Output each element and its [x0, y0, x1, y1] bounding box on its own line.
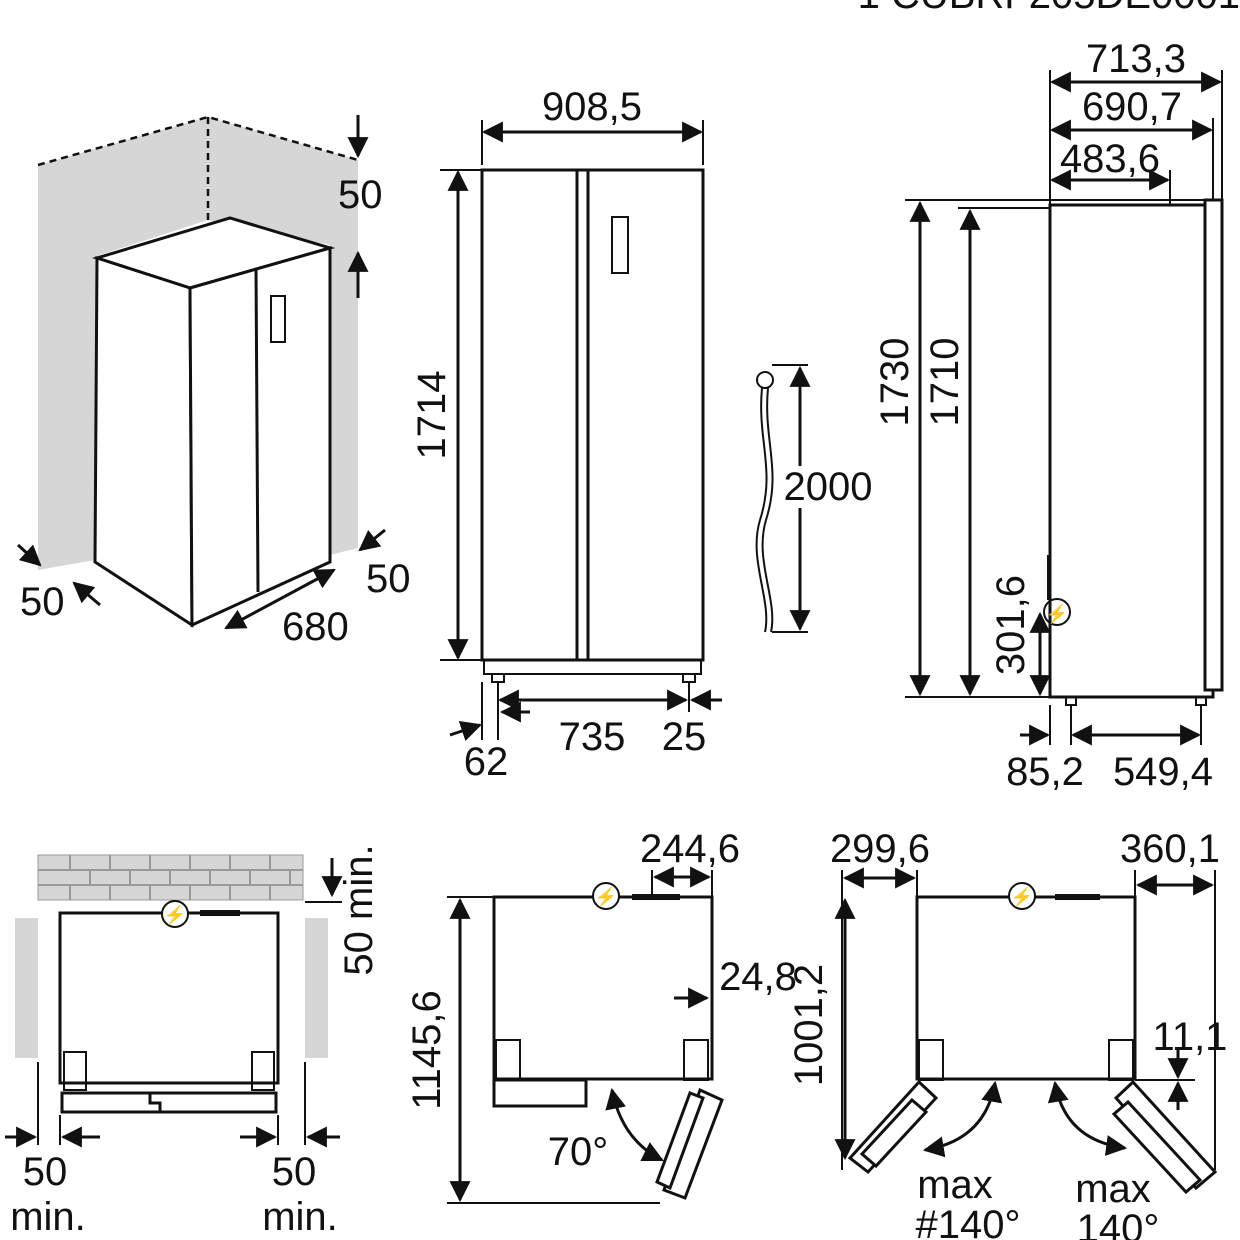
left-wall: [38, 117, 208, 570]
side-wall-right: [305, 918, 328, 1058]
plug-height-label: 301,6: [989, 575, 1033, 675]
p140-left-max: max: [917, 1163, 993, 1207]
plan-body: [58, 911, 280, 1085]
plan70-plug-icon: [592, 882, 620, 910]
hinge-left: [63, 1051, 87, 1091]
cable-wire: [755, 387, 768, 633]
p70-angle-arc: [605, 1087, 664, 1162]
front-dispenser: [611, 216, 629, 274]
plan-plug-symbol: ⚡: [164, 904, 186, 926]
side-plug-symbol: ⚡: [1046, 603, 1068, 625]
right-clearance-value: 50: [272, 1150, 317, 1194]
plan140-hinge-right: [1108, 1039, 1134, 1081]
plan70-door-closed: [492, 1078, 588, 1108]
p70-offset-label: 244,6: [640, 827, 740, 871]
cable-label-bg: [786, 466, 848, 508]
depth-label: 680: [282, 605, 349, 649]
p70-depth-label: 1145,6: [405, 990, 449, 1109]
depth-arrow: [224, 568, 336, 630]
plan140-door-left-inner: [859, 1097, 929, 1169]
plan-wall-view: ⚡ 50 min. 50 min. 50 min.: [5, 844, 381, 1239]
depth-body-label: 690,7: [1082, 85, 1182, 129]
foot-left-label: 62: [464, 740, 509, 784]
front-view: 908,5 1714 62 735 25: [410, 85, 722, 784]
right-clearance-label: 50: [366, 557, 411, 601]
height-total-label: 1730: [873, 338, 917, 427]
plug-icon: [756, 371, 774, 389]
side-foot-span-label: 549,4: [1113, 750, 1213, 794]
height-body-label: 1710: [923, 338, 967, 427]
front-foot-right: [682, 673, 696, 683]
plan70-body: [492, 895, 714, 1081]
product-code: 1 CUBRF205DE0001: [858, 0, 1240, 17]
plan-70-view: ⚡ 244,6 24,8 1145,6 70°: [405, 827, 797, 1204]
depth-total-label: 713,3: [1086, 37, 1186, 81]
door-right: [148, 1091, 278, 1114]
fridge-front: [188, 246, 332, 628]
plan70-plug-symbol: ⚡: [595, 886, 617, 908]
left-clearance-label: 50: [20, 580, 65, 624]
fridge-left-side: [93, 255, 194, 628]
front-base: [483, 659, 702, 675]
height-label: 1714: [410, 371, 454, 460]
front-foot-left: [491, 673, 505, 683]
foot-right-label: 25: [662, 715, 707, 759]
plan140-hinge-left: [918, 1039, 944, 1081]
hinge-right: [251, 1051, 275, 1091]
left-clearance-value: 50: [23, 1150, 68, 1194]
p140-depth-label: 1001,2: [787, 964, 831, 1086]
front-body: [480, 168, 705, 662]
side-view: 713,3 690,7 483,6 ⚡ 1730 1710 301,6 85,2…: [873, 37, 1224, 794]
top-clearance-label: 50: [338, 173, 383, 217]
plan140-plug-icon: [1008, 882, 1036, 910]
isometric-view: 50 50 50 680: [16, 115, 411, 649]
p70-angle-label: 70°: [548, 1130, 609, 1174]
left-arrow-in: [16, 543, 42, 567]
left-clearance-suffix: min.: [10, 1195, 86, 1239]
p70-gap-label: 24,8: [719, 955, 797, 999]
fridge-door-split: [254, 267, 260, 593]
p140-gap-label: 11,1: [1153, 1015, 1228, 1059]
right-arrow: [358, 528, 386, 552]
p140-left-offset-label: 299,6: [830, 827, 930, 871]
cable-length-label: 2000: [784, 465, 873, 509]
side-wall-left: [15, 918, 38, 1058]
left-arrow-out: [72, 581, 101, 607]
p140-left-arc: [922, 1080, 1003, 1158]
side-door: [1203, 198, 1224, 692]
plan140-body: [915, 895, 1137, 1081]
p140-right-angle: 140°: [1077, 1207, 1160, 1240]
foot-span-label: 735: [559, 715, 626, 759]
plan-plug-icon: [161, 900, 189, 928]
p140-right-max: max: [1075, 1167, 1151, 1211]
brick-pattern: [38, 855, 303, 900]
plan70-hinge-right: [683, 1039, 709, 1081]
dispenser: [270, 295, 286, 343]
p140-right-arc: [1047, 1080, 1128, 1156]
right-clearance-suffix: min.: [262, 1195, 338, 1239]
cable-wire-2: [761, 387, 774, 633]
plan140-plug-symbol: ⚡: [1011, 886, 1033, 908]
power-cable: 2000: [755, 364, 873, 633]
p140-left-angle: #140°: [916, 1203, 1021, 1240]
plan-140-view: ⚡ 299,6 360,1 1001,2 11,1 max #140° max …: [787, 827, 1227, 1240]
foot-front-label: 85,2: [1006, 750, 1084, 794]
depth-plug-label: 483,6: [1060, 137, 1160, 181]
foot-left-arrow: [449, 721, 482, 741]
side-body: [1048, 203, 1215, 699]
wall-top-edge: [37, 115, 359, 167]
p140-right-offset-label: 360,1: [1120, 827, 1220, 871]
rear-clearance-label: 50 min.: [337, 844, 381, 975]
width-label: 908,5: [542, 85, 642, 129]
plan70-door-open-inner: [655, 1091, 705, 1191]
